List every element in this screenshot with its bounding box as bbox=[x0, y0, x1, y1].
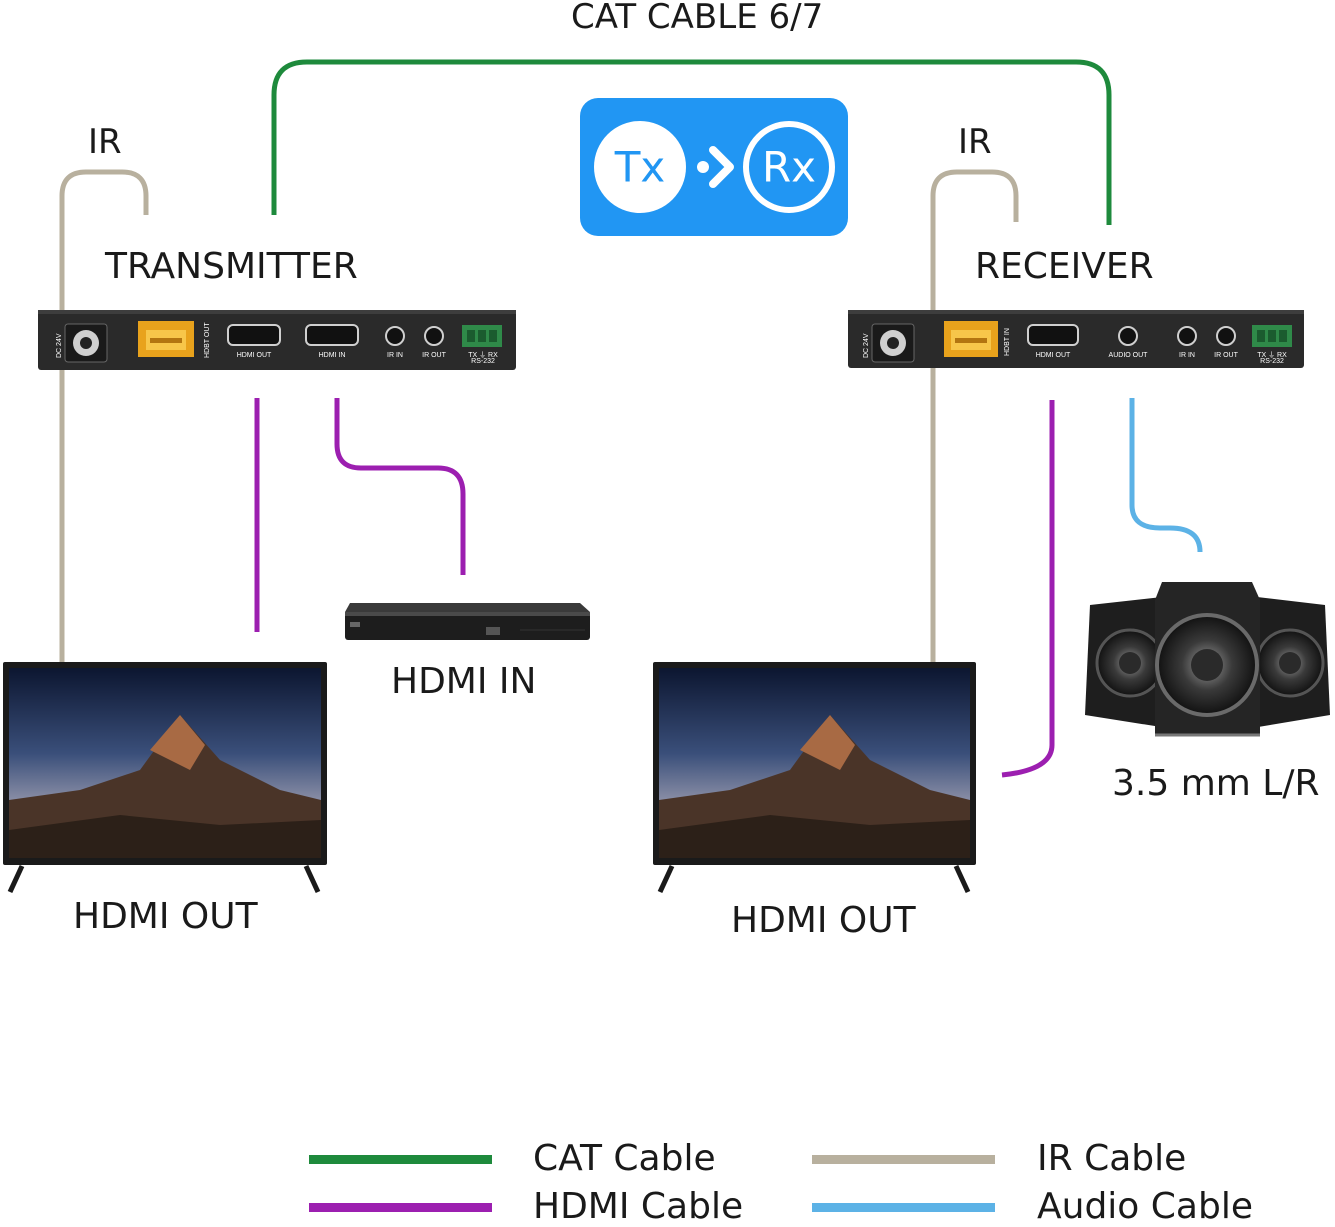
tx-port-rs232-label: RS-232 bbox=[471, 358, 495, 365]
tx-port-txrx-label: TX ⏚ RX bbox=[468, 352, 498, 359]
receiver-label: RECEIVER bbox=[975, 246, 1154, 287]
tx-port-hdmi-out-label: HDMI OUT bbox=[236, 352, 272, 359]
rx-port-hdmi-out-label: HDMI OUT bbox=[1035, 352, 1071, 359]
rx-port-ir-out-label: IR OUT bbox=[1214, 352, 1238, 359]
hdmi-out-label-left: HDMI OUT bbox=[73, 896, 258, 937]
rx-port-ir-in-label: IR IN bbox=[1179, 352, 1195, 359]
hdmi-cable-rx-out bbox=[1001, 400, 1055, 778]
legend-label-ir: IR Cable bbox=[1037, 1138, 1187, 1179]
tv-right bbox=[653, 662, 976, 894]
legend-label-audio: Audio Cable bbox=[1037, 1186, 1253, 1227]
disc-player bbox=[345, 603, 590, 640]
hdmi-in-label: HDMI IN bbox=[391, 661, 537, 702]
badge-arrow-icon bbox=[709, 146, 734, 188]
cat-cable bbox=[271, 59, 1112, 225]
ir-cable-right bbox=[930, 169, 1019, 662]
rx-port-dc-label: DC 24V bbox=[863, 333, 870, 358]
legend-label-cat: CAT Cable bbox=[533, 1138, 716, 1179]
hdmi-cable-tx-in bbox=[334, 398, 466, 575]
legend-swatch-hdmi bbox=[309, 1203, 492, 1212]
badge-dot bbox=[697, 161, 709, 173]
cat-cable-label: CAT CABLE 6/7 bbox=[571, 0, 824, 37]
tx-port-ir-out-label: IR OUT bbox=[422, 352, 446, 359]
rx-port-txrx-label: TX ⏚ RX bbox=[1257, 352, 1287, 359]
rx-port-audio-out-label: AUDIO OUT bbox=[1108, 352, 1148, 359]
legend-swatch-audio bbox=[812, 1203, 995, 1212]
receiver-device bbox=[848, 310, 1304, 368]
transmitter-device bbox=[38, 310, 516, 370]
hdmi-out-label-right: HDMI OUT bbox=[731, 900, 916, 941]
tx-port-dc-label: DC 24V bbox=[56, 333, 63, 358]
transmitter-label: TRANSMITTER bbox=[105, 246, 358, 287]
tx-rx-badge bbox=[580, 98, 848, 236]
ir-cable-left bbox=[59, 169, 149, 662]
badge-tx-label: Tx bbox=[614, 142, 666, 192]
tx-port-hdbt-label: HDBT OUT bbox=[204, 322, 211, 358]
badge-rx-label: Rx bbox=[761, 142, 817, 192]
tv-left bbox=[3, 662, 327, 894]
legend-swatch-ir bbox=[812, 1155, 995, 1164]
ir-label-left: IR bbox=[88, 122, 122, 162]
rx-port-hdbt-label: HDBT IN bbox=[1004, 328, 1011, 356]
speakers bbox=[1085, 582, 1330, 737]
audio-label: 3.5 mm L/R bbox=[1112, 763, 1320, 804]
ir-label-right: IR bbox=[958, 122, 992, 162]
tx-port-ir-in-label: IR IN bbox=[387, 352, 403, 359]
legend-swatch-cat bbox=[309, 1155, 492, 1164]
rx-port-rs232-label: RS-232 bbox=[1260, 358, 1284, 365]
audio-cable bbox=[1129, 398, 1203, 553]
legend-label-hdmi: HDMI Cable bbox=[533, 1186, 744, 1227]
tx-port-hdmi-in-label: HDMI IN bbox=[318, 352, 346, 359]
